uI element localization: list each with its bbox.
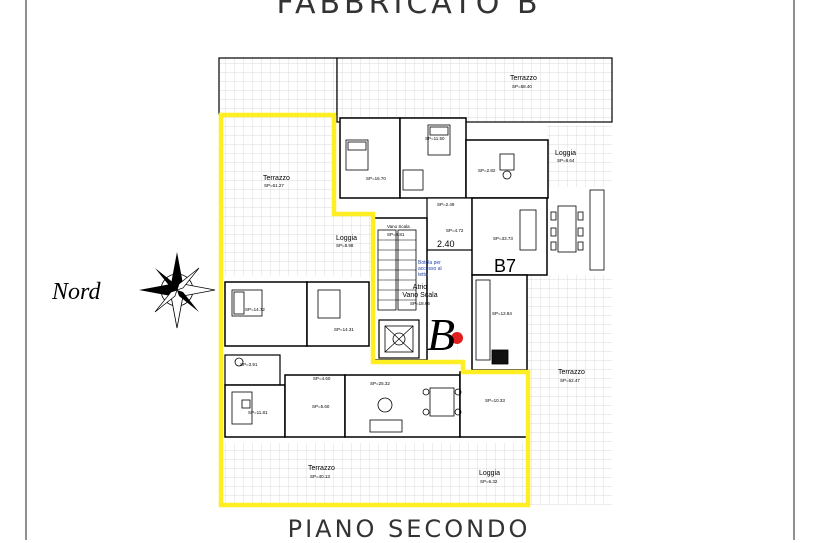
furniture bbox=[231, 124, 605, 433]
staircase bbox=[373, 217, 428, 361]
area-label: SP=33.73 bbox=[493, 236, 513, 241]
area-label: SP=16.70 bbox=[366, 176, 386, 181]
room-area: SP=8.64 bbox=[557, 158, 575, 163]
loggia-w-floor bbox=[335, 215, 372, 277]
room-name: Terrazzo bbox=[263, 175, 290, 182]
room-area: SP=18.66 bbox=[410, 301, 430, 306]
area-label: SP=4.60 bbox=[313, 376, 331, 381]
area-label: SP=11.50 bbox=[425, 136, 445, 141]
terrace-ne bbox=[336, 57, 613, 123]
area-label: SP=14.31 bbox=[334, 327, 354, 332]
room-area: SP=40.13 bbox=[310, 474, 330, 479]
room-name: Vano Scala bbox=[387, 224, 410, 229]
room-area: SP=8.81 bbox=[387, 232, 405, 237]
area-labels: SP=11.50 SP=16.70 SP=2.82 SP=2.49 SP=4.7… bbox=[240, 136, 513, 415]
terraces bbox=[218, 57, 613, 505]
drawing-subtitle: PIANO SECONDO bbox=[287, 515, 531, 543]
area-label: SP=10.33 bbox=[485, 398, 505, 403]
drawing-title: FABBRICATO B bbox=[276, 0, 542, 21]
room-area: SP=6.32 bbox=[480, 479, 498, 484]
area-label: SP=2.49 bbox=[437, 202, 455, 207]
room-name: Terrazzo bbox=[510, 75, 537, 82]
compass-icon bbox=[139, 252, 216, 329]
area-label: SP=11.81 bbox=[248, 410, 268, 415]
room-name: Loggia bbox=[336, 235, 357, 242]
loggia-ne-floor bbox=[547, 125, 612, 187]
terrace-se bbox=[529, 443, 612, 505]
unit-label: B7 bbox=[494, 256, 516, 276]
room-area: SP=58.40 bbox=[512, 84, 532, 89]
room-name: Loggia bbox=[555, 150, 576, 157]
compass-label: Nord bbox=[52, 279, 101, 305]
room-area: SP=8.98 bbox=[336, 243, 354, 248]
room-labels: Terrazzo SP=61.27 Terrazzo SP=58.40 Logg… bbox=[263, 75, 585, 484]
location-marker-icon bbox=[451, 332, 464, 362]
terrace-s bbox=[219, 443, 529, 505]
interior-rooms bbox=[224, 117, 549, 438]
area-label: SP=2.82 bbox=[478, 168, 496, 173]
unit-highlight-outline bbox=[218, 112, 531, 508]
building-letter: B bbox=[427, 309, 455, 360]
area-label: SP=25.32 bbox=[370, 381, 390, 386]
terrace-nw bbox=[222, 116, 335, 276]
area-label: SP=12.84 bbox=[492, 311, 512, 316]
area-label: SP=4.72 bbox=[446, 228, 464, 233]
room-name: Loggia bbox=[479, 470, 500, 477]
dimension-label: 2.40 bbox=[437, 239, 455, 249]
room-name: Terrazzo bbox=[308, 465, 335, 472]
room-area: SP=62.47 bbox=[560, 378, 580, 383]
area-label: SP=3.91 bbox=[240, 362, 258, 367]
area-label: SP=14.72 bbox=[245, 307, 265, 312]
terrace-nw-top bbox=[218, 57, 338, 115]
room-name: Terrazzo bbox=[558, 369, 585, 376]
area-label: SP=5.60 bbox=[312, 404, 330, 409]
room-area: SP=61.27 bbox=[264, 183, 284, 188]
